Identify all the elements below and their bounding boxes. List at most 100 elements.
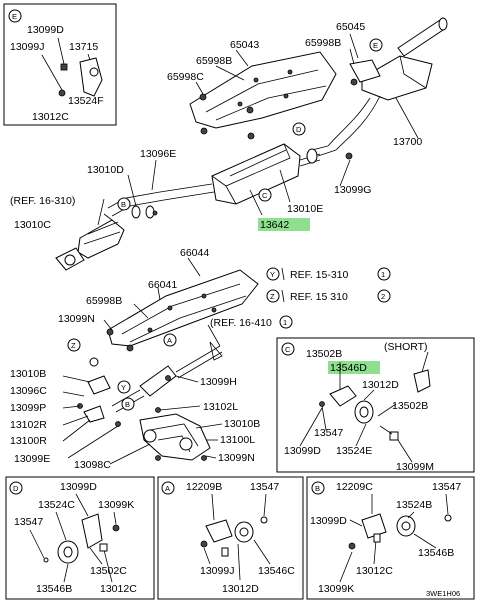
part-label-13099j: 13099J bbox=[200, 565, 234, 577]
part-label-13546b: 13546B bbox=[36, 583, 72, 595]
box-b-badge bbox=[311, 481, 325, 495]
part-label-65043: 65043 bbox=[230, 39, 259, 51]
main-muffler-13642 bbox=[211, 143, 301, 205]
part-label-13100l: 13100L bbox=[220, 434, 255, 446]
clip bbox=[350, 78, 358, 86]
detail-box-c bbox=[276, 337, 475, 473]
bolt bbox=[200, 127, 208, 135]
box-b-letter: B bbox=[315, 484, 320, 493]
marker-a: A bbox=[167, 336, 172, 345]
reference-15-310-y: REF. 15-310 bbox=[290, 269, 349, 281]
grommet-65998b bbox=[246, 106, 254, 114]
rear-muffler bbox=[349, 17, 448, 101]
marker-d: D bbox=[296, 125, 302, 134]
part-label-13099m: 13099M bbox=[396, 461, 434, 473]
box-a-badge bbox=[161, 481, 175, 495]
part-label-13099j: 13099J bbox=[10, 41, 44, 53]
part-label-13524f: 13524F bbox=[68, 95, 104, 107]
box-e-badge bbox=[8, 9, 22, 23]
marker-e: E bbox=[373, 41, 378, 50]
part-label-13099d: 13099D bbox=[27, 24, 64, 36]
box-a-letter: A bbox=[165, 484, 170, 493]
callout-markers-lower: Z A Y B bbox=[67, 333, 177, 411]
part-label-13524b: 13524B bbox=[396, 499, 432, 511]
heat-shield-66041 bbox=[107, 269, 259, 347]
part-label-13010b-right: 13010B bbox=[224, 418, 260, 430]
part-label-13547: 13547 bbox=[250, 481, 279, 493]
bolt bbox=[247, 132, 255, 140]
part-label-13715: 13715 bbox=[69, 41, 98, 53]
part-label-13546c: 13546C bbox=[258, 565, 295, 577]
part-label-13524c: 13524C bbox=[38, 499, 75, 511]
box-c-letter: C bbox=[285, 345, 291, 354]
hanger-bracket bbox=[41, 37, 103, 97]
part-label-13100r: 13100R bbox=[10, 435, 47, 447]
part-label-13524e: 13524E bbox=[336, 445, 372, 457]
exhaust-manifold bbox=[139, 413, 211, 461]
part-label-13546d: 13546D bbox=[330, 362, 367, 374]
leader-lines-lower bbox=[62, 257, 223, 465]
marker-z: Z bbox=[71, 341, 76, 350]
highlight-13642 bbox=[258, 218, 310, 231]
marker-c: C bbox=[262, 191, 268, 200]
part-label-13099p: 13099P bbox=[10, 402, 46, 414]
part-label-13012c: 13012C bbox=[100, 583, 137, 595]
part-label-66041: 66041 bbox=[148, 279, 177, 291]
ref-marker bbox=[279, 315, 293, 329]
part-label-13700: 13700 bbox=[393, 136, 422, 148]
part-label-13010d: 13010D bbox=[87, 164, 124, 176]
part-label-12209c: 12209C bbox=[336, 481, 373, 493]
part-label-65045: 65045 bbox=[336, 21, 365, 33]
part-label-13010b: 13010B bbox=[10, 368, 46, 380]
part-label-13099n-bottom: 13099N bbox=[218, 452, 255, 464]
part-label-65998b-low: 65998B bbox=[86, 295, 122, 307]
part-label-66044: 66044 bbox=[180, 247, 209, 259]
figure-code: 3WE1H06 bbox=[426, 589, 460, 598]
part-label-13099h: 13099H bbox=[200, 376, 237, 388]
part-label-13099g: 13099G bbox=[334, 184, 371, 196]
reference-legend: Y REF. 15-310 1 Z REF. 15 310 2 bbox=[266, 267, 391, 303]
highlight-13546d bbox=[328, 361, 380, 374]
ref-marker-num: 1 bbox=[283, 318, 287, 327]
part-label-13546b: 13546B bbox=[418, 547, 454, 559]
part-label-13098c: 13098C bbox=[74, 459, 111, 471]
part-label-13502c: 13502C bbox=[90, 565, 127, 577]
part-label-13099k: 13099K bbox=[98, 499, 134, 511]
reference-15-310-z: REF. 15 310 bbox=[290, 291, 348, 303]
box-a-hanger bbox=[200, 493, 271, 581]
part-label-13642: 13642 bbox=[260, 219, 289, 231]
reference-16-410: (REF. 16-410 bbox=[210, 317, 272, 329]
box-e-letter: E bbox=[12, 12, 17, 21]
part-label-13502b: 13502B bbox=[306, 348, 342, 360]
part-label-13010e: 13010E bbox=[287, 203, 323, 215]
part-label-13099d: 13099D bbox=[60, 481, 97, 493]
front-pipe bbox=[107, 148, 353, 219]
part-label-13096c: 13096C bbox=[10, 385, 47, 397]
part-label-13547: 13547 bbox=[314, 427, 343, 439]
detail-box-a bbox=[157, 476, 304, 600]
center-pipe-13700 bbox=[311, 95, 381, 157]
part-label-13502b-right: 13502B bbox=[392, 400, 428, 412]
part-label-13096e: 13096E bbox=[140, 148, 176, 160]
callout-markers: E D B C bbox=[117, 38, 383, 211]
box-d-hanger bbox=[29, 493, 120, 583]
part-label-12209b: 12209B bbox=[186, 481, 222, 493]
legend-y: Y bbox=[270, 270, 275, 279]
catalytic-converter-13010c bbox=[55, 213, 125, 271]
marker-b: B bbox=[121, 200, 126, 209]
marker-b-lower: B bbox=[125, 400, 130, 409]
grommet bbox=[126, 344, 134, 352]
detail-box-d bbox=[5, 476, 155, 600]
part-label-65998b-top: 65998B bbox=[305, 37, 341, 49]
part-label-13099e: 13099E bbox=[14, 453, 50, 465]
box-c-badge bbox=[281, 342, 295, 356]
part-label-65998b-mid: 65998B bbox=[196, 55, 232, 67]
legend-num-2: 2 bbox=[381, 292, 385, 301]
part-label-13547: 13547 bbox=[14, 516, 43, 528]
part-label-13010c: 13010C bbox=[14, 219, 51, 231]
part-label-13099d: 13099D bbox=[310, 515, 347, 527]
heat-shield-65043 bbox=[189, 51, 337, 129]
part-label-13099k: 13099K bbox=[318, 583, 354, 595]
part-label-13012d: 13012D bbox=[222, 583, 259, 595]
